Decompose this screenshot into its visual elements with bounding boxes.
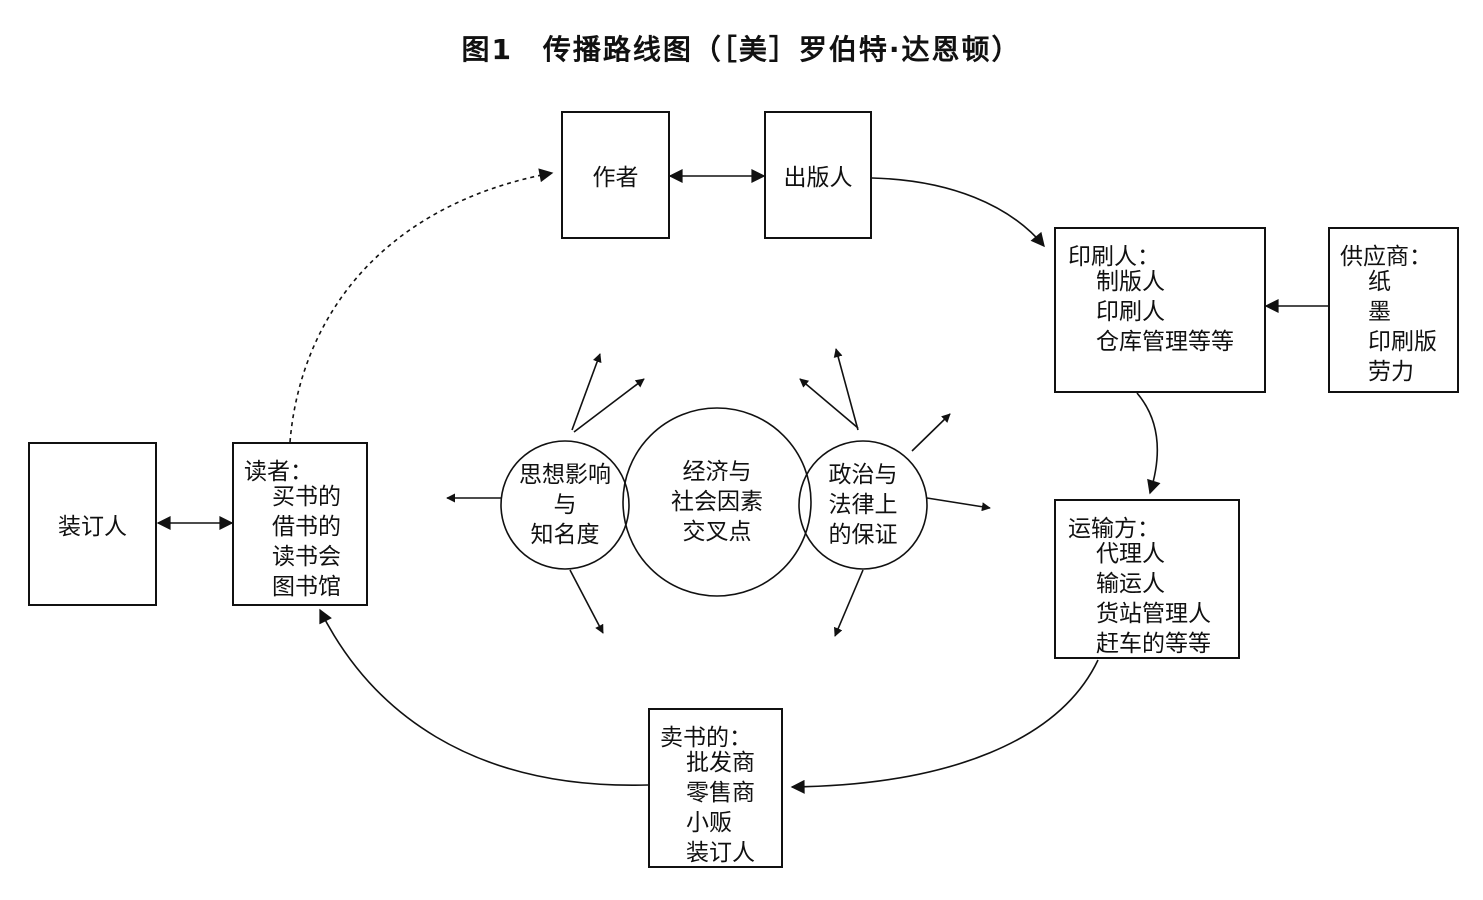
ray: [569, 569, 604, 634]
circle-economy: [622, 407, 812, 597]
ray: [571, 353, 602, 431]
bookseller-item: 小贩: [686, 810, 732, 836]
circle-ideas-line: 知名度: [530, 522, 600, 548]
supplier-item: 劳力: [1368, 359, 1414, 385]
shipper-item: 赶车的等等: [1096, 631, 1211, 657]
arrow-printer-shipper: [1136, 392, 1161, 495]
bookseller-item: 装订人: [686, 840, 755, 866]
ray: [911, 413, 951, 452]
circle-politics-line: 的保证: [828, 522, 898, 548]
ray: [573, 378, 645, 433]
supplier-box: 供应商： 纸 墨 印刷版 劳力: [1328, 227, 1459, 393]
binder-label: 装订人: [58, 514, 127, 540]
figure-title: 图1 传播路线图（［美］罗伯特·达恩顿）: [461, 33, 1022, 66]
circle-ideas: [500, 440, 630, 570]
circle-economy-label: 经济与 社会因素 交叉点: [625, 457, 809, 547]
supplier-item: 印刷版: [1368, 329, 1437, 355]
author-label: 作者: [592, 165, 639, 191]
binder-box: 装订人: [28, 442, 157, 606]
reader-item: 买书的: [272, 484, 341, 510]
printer-header: 印刷人：: [1068, 244, 1160, 270]
shipper-box: 运输方： 代理人 输运人 货站管理人 赶车的等等: [1054, 499, 1240, 659]
reader-item: 图书馆: [272, 574, 341, 600]
author-box: 作者: [561, 111, 670, 239]
publisher-label: 出版人: [783, 165, 853, 191]
circle-politics: [798, 440, 928, 570]
arrow-bookseller-reader: [319, 608, 649, 786]
circle-economy-line: 经济与: [682, 459, 752, 485]
shipper-item: 输运人: [1096, 571, 1165, 597]
reader-box: 读者： 买书的 借书的 读书会 图书馆: [232, 442, 368, 606]
supplier-header: 供应商：: [1340, 244, 1432, 270]
reader-header: 读者：: [244, 459, 313, 485]
supplier-item: 纸: [1368, 269, 1391, 295]
printer-box: 印刷人： 制版人 印刷人 仓库管理等等: [1054, 227, 1266, 393]
bookseller-box: 卖书的： 批发商 零售商 小贩 装订人: [648, 708, 783, 868]
arrow-reader-author: [289, 168, 554, 443]
shipper-item: 代理人: [1096, 541, 1165, 567]
circle-politics-line: 法律上: [828, 492, 898, 518]
shipper-item: 货站管理人: [1096, 601, 1211, 627]
circle-ideas-line: 与: [553, 492, 577, 518]
printer-item: 制版人: [1096, 269, 1165, 295]
bookseller-item: 批发商: [686, 750, 755, 776]
circle-economy-line: 交叉点: [682, 519, 752, 545]
ray: [799, 378, 859, 429]
printer-item: 印刷人: [1096, 299, 1165, 325]
arrow-shipper-bookseller: [790, 659, 1099, 794]
publisher-box: 出版人: [764, 111, 872, 239]
printer-item: 仓库管理等等: [1096, 329, 1234, 355]
circle-politics-line: 政治与: [828, 462, 898, 488]
circle-ideas-line: 思想影响: [519, 462, 611, 488]
supplier-item: 墨: [1368, 299, 1391, 325]
arrow-publisher-printer: [871, 177, 1045, 248]
circle-ideas-label: 思想影响 与 知名度: [501, 460, 629, 550]
ray: [834, 569, 864, 637]
bookseller-item: 零售商: [686, 780, 755, 806]
ray: [926, 497, 991, 512]
reader-item: 借书的: [272, 514, 341, 540]
bookseller-header: 卖书的：: [660, 725, 752, 751]
circle-politics-label: 政治与 法律上 的保证: [799, 460, 927, 550]
ray: [833, 348, 859, 431]
reader-item: 读书会: [272, 544, 341, 570]
shipper-header: 运输方：: [1068, 516, 1160, 542]
circle-economy-line: 社会因素: [671, 489, 763, 515]
